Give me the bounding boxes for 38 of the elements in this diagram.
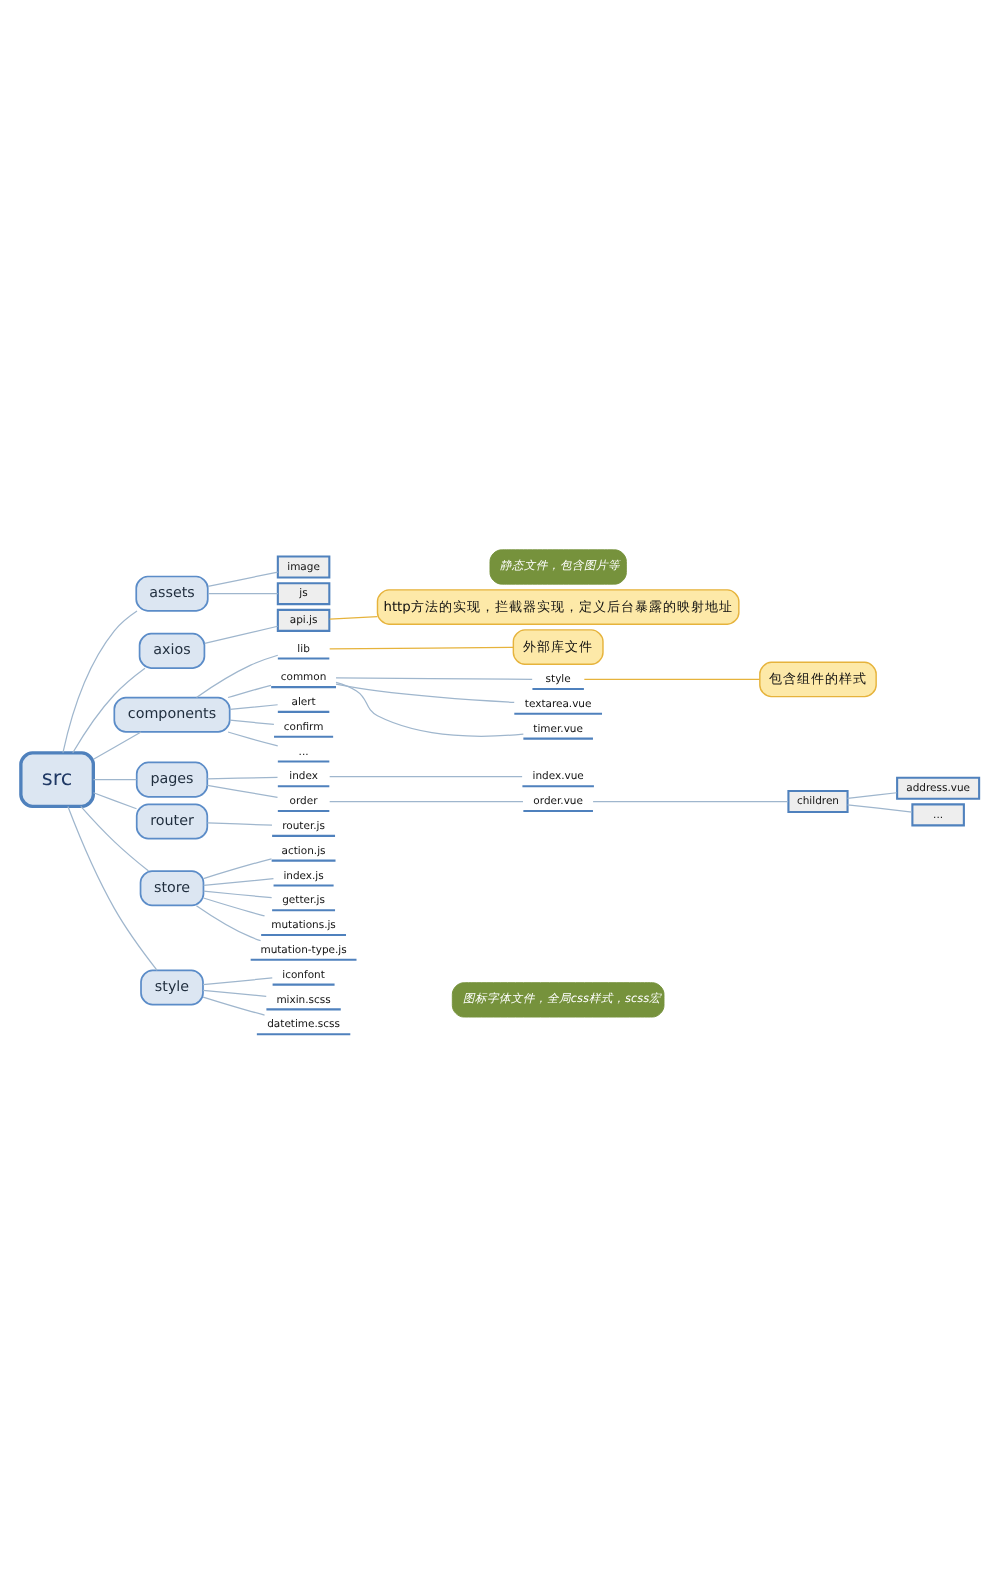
connector bbox=[92, 731, 142, 760]
connector bbox=[195, 654, 279, 698]
connector bbox=[80, 805, 150, 872]
connector bbox=[335, 677, 533, 680]
connector bbox=[202, 897, 266, 917]
connector bbox=[329, 646, 514, 650]
connector bbox=[329, 615, 378, 620]
connector bbox=[92, 792, 138, 810]
connector bbox=[202, 858, 273, 880]
connector bbox=[227, 731, 279, 747]
connector bbox=[72, 667, 146, 754]
connector bbox=[329, 800, 524, 803]
connector bbox=[203, 878, 275, 886]
connector bbox=[206, 822, 273, 826]
connector bbox=[846, 804, 913, 813]
connector bbox=[227, 684, 272, 699]
connector bbox=[204, 625, 279, 645]
connector bbox=[67, 805, 158, 971]
connector bbox=[202, 989, 267, 997]
connector bbox=[583, 678, 761, 681]
connector bbox=[206, 776, 279, 780]
connector bbox=[202, 977, 273, 986]
connector bbox=[62, 610, 138, 754]
node-box: src bbox=[19, 751, 95, 808]
connector bbox=[92, 779, 138, 781]
connector bbox=[207, 571, 279, 588]
connector bbox=[329, 776, 523, 778]
connector bbox=[229, 704, 279, 710]
connector bbox=[202, 996, 266, 1016]
connector bbox=[207, 593, 279, 595]
connector bbox=[229, 719, 275, 726]
connector bbox=[335, 683, 515, 703]
connector bbox=[592, 800, 789, 803]
connector bbox=[203, 890, 273, 899]
connector bbox=[335, 681, 524, 737]
connector bbox=[195, 905, 262, 942]
connector bbox=[846, 792, 898, 799]
connector bbox=[206, 784, 279, 798]
